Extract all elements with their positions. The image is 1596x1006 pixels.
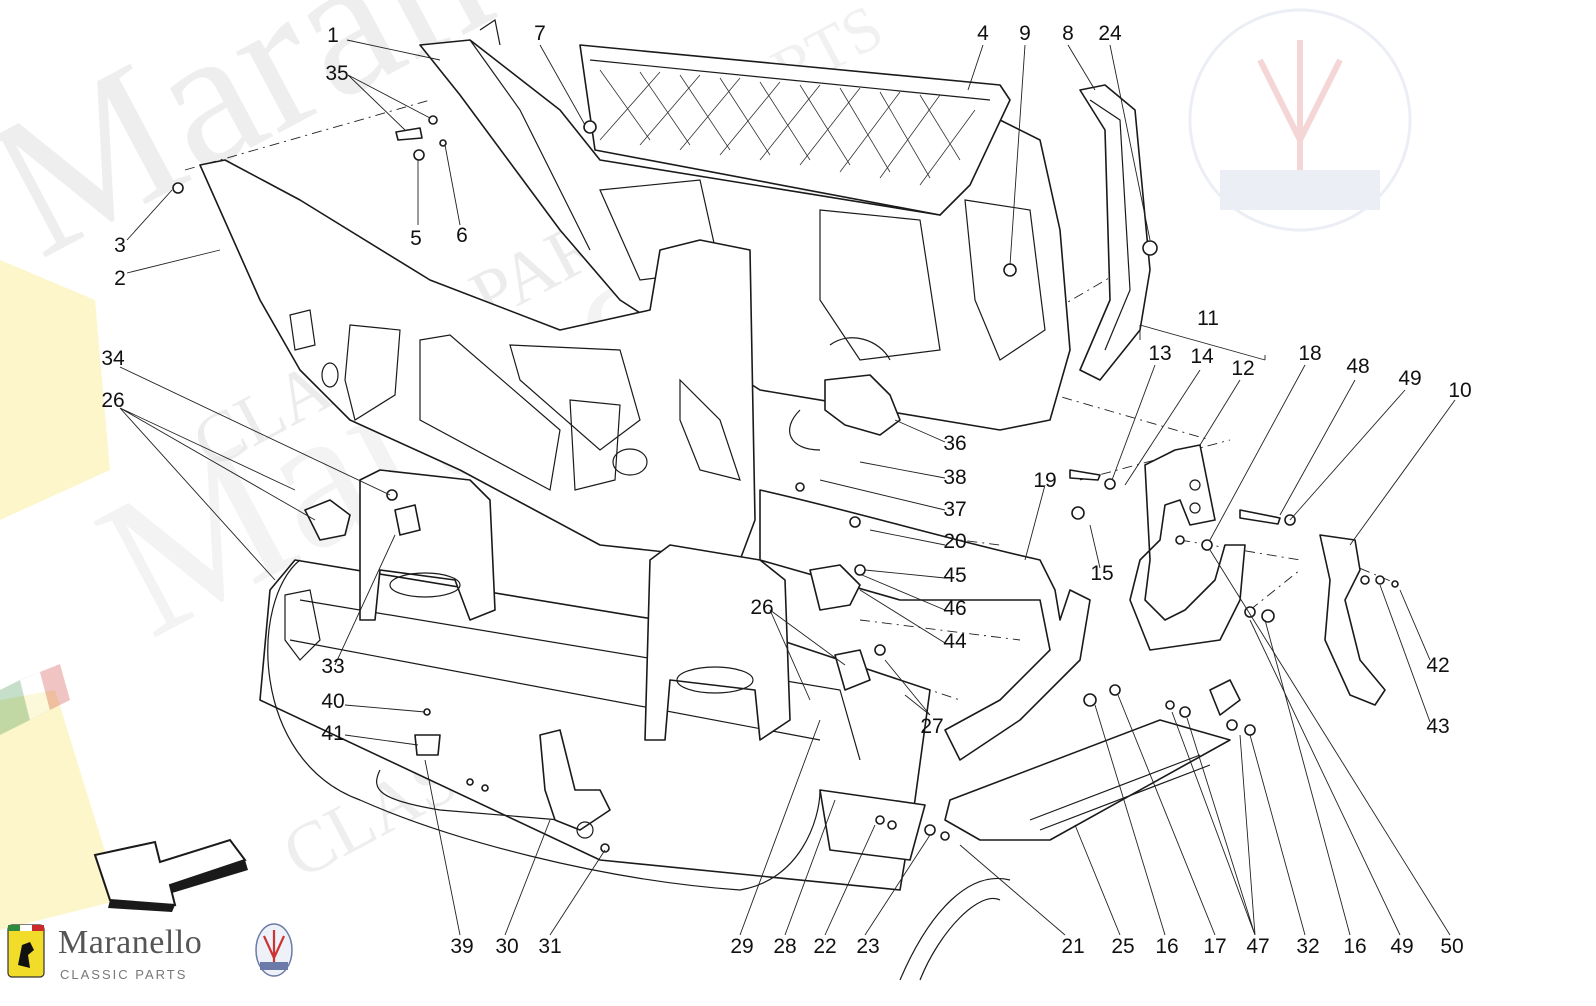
pump-unit bbox=[789, 337, 901, 451]
callout-label: 17 bbox=[1203, 935, 1226, 958]
callout-label: 42 bbox=[1426, 654, 1449, 677]
callout-label: 43 bbox=[1426, 715, 1449, 738]
callout-label: 26 bbox=[101, 389, 124, 412]
callout-label: 26 bbox=[750, 596, 773, 619]
latch-parts bbox=[304, 499, 1241, 756]
direction-arrow-icon bbox=[93, 838, 248, 912]
badge-watermark bbox=[0, 260, 120, 930]
callout-label: 50 bbox=[1440, 935, 1463, 958]
callout-label: 3 bbox=[114, 234, 126, 257]
callout-label: 15 bbox=[1090, 562, 1113, 585]
callout-label: 6 bbox=[456, 224, 468, 247]
callout-label: 16 bbox=[1155, 935, 1178, 958]
callout-label: 22 bbox=[813, 935, 836, 958]
callout-label: 24 bbox=[1098, 22, 1122, 45]
callout-label: 48 bbox=[1346, 355, 1369, 378]
logo-tagline: CLASSIC PARTS bbox=[60, 967, 188, 982]
logo-wordmark: Maranello bbox=[58, 924, 203, 961]
leader-lines bbox=[119, 39, 1456, 936]
lower-frame bbox=[259, 469, 931, 891]
callout-label: 34 bbox=[101, 347, 125, 370]
cable-loop bbox=[267, 559, 821, 891]
callout-label: 21 bbox=[1061, 935, 1084, 958]
callout-label: 30 bbox=[495, 935, 518, 958]
callout-label: 46 bbox=[943, 597, 966, 620]
hinge-bracket bbox=[1129, 444, 1246, 651]
callout-label: 8 bbox=[1062, 22, 1074, 45]
side-seal-strip bbox=[1079, 84, 1151, 381]
callout-label: 1 bbox=[327, 24, 339, 47]
callout-label: 7 bbox=[534, 22, 546, 45]
callout-label: 29 bbox=[730, 935, 753, 958]
callout-label: 9 bbox=[1019, 22, 1031, 45]
callout-label: 4 bbox=[977, 22, 989, 45]
callout-label: 19 bbox=[1033, 469, 1056, 492]
callout-labels: 1 35 7 4 9 8 24 3 5 6 2 11 13 14 12 18 4… bbox=[101, 22, 1471, 958]
callout-label: 12 bbox=[1231, 357, 1254, 380]
callout-label: 27 bbox=[920, 715, 943, 738]
flag-watermark bbox=[0, 664, 70, 735]
callout-label: 39 bbox=[450, 935, 473, 958]
callout-label: 40 bbox=[321, 690, 344, 713]
callout-label: 25 bbox=[1111, 935, 1134, 958]
callout-label: 5 bbox=[410, 227, 422, 250]
callout-label: 36 bbox=[943, 432, 966, 455]
callout-label: 10 bbox=[1448, 379, 1471, 402]
callout-label: 14 bbox=[1190, 345, 1214, 368]
lever-arm bbox=[1319, 534, 1386, 706]
callout-label: 20 bbox=[943, 530, 966, 553]
callout-label: 44 bbox=[943, 630, 967, 653]
callout-label: 16 bbox=[1343, 935, 1366, 958]
callout-label: 13 bbox=[1148, 342, 1171, 365]
callout-label: 49 bbox=[1398, 367, 1421, 390]
callout-label: 28 bbox=[773, 935, 796, 958]
callout-label: 49 bbox=[1390, 935, 1413, 958]
fasteners bbox=[172, 115, 1399, 853]
trident-emblem-watermark bbox=[1188, 8, 1412, 232]
callout-label: 11 bbox=[1197, 307, 1219, 330]
callout-label: 23 bbox=[856, 935, 879, 958]
callout-label: 38 bbox=[943, 466, 966, 489]
motor-unit bbox=[539, 729, 611, 839]
callout-label: 18 bbox=[1298, 342, 1321, 365]
callout-label: 37 bbox=[943, 498, 966, 521]
callout-label: 47 bbox=[1246, 935, 1269, 958]
front-bow-rail bbox=[759, 489, 1091, 761]
trident-badge-icon bbox=[255, 923, 293, 977]
callout-label: 32 bbox=[1296, 935, 1319, 958]
callout-label: 45 bbox=[943, 564, 966, 587]
rear-inner-panel bbox=[199, 159, 756, 561]
callout-label: 2 bbox=[114, 267, 126, 290]
wind-deflector-mesh bbox=[579, 44, 1011, 216]
callout-label: 35 bbox=[325, 62, 348, 85]
callout-label: 33 bbox=[321, 655, 344, 678]
callout-label: 41 bbox=[321, 722, 344, 745]
lower-sill bbox=[899, 719, 1231, 981]
prancing-horse-badge-icon bbox=[7, 924, 45, 978]
callout-label: 31 bbox=[538, 935, 561, 958]
